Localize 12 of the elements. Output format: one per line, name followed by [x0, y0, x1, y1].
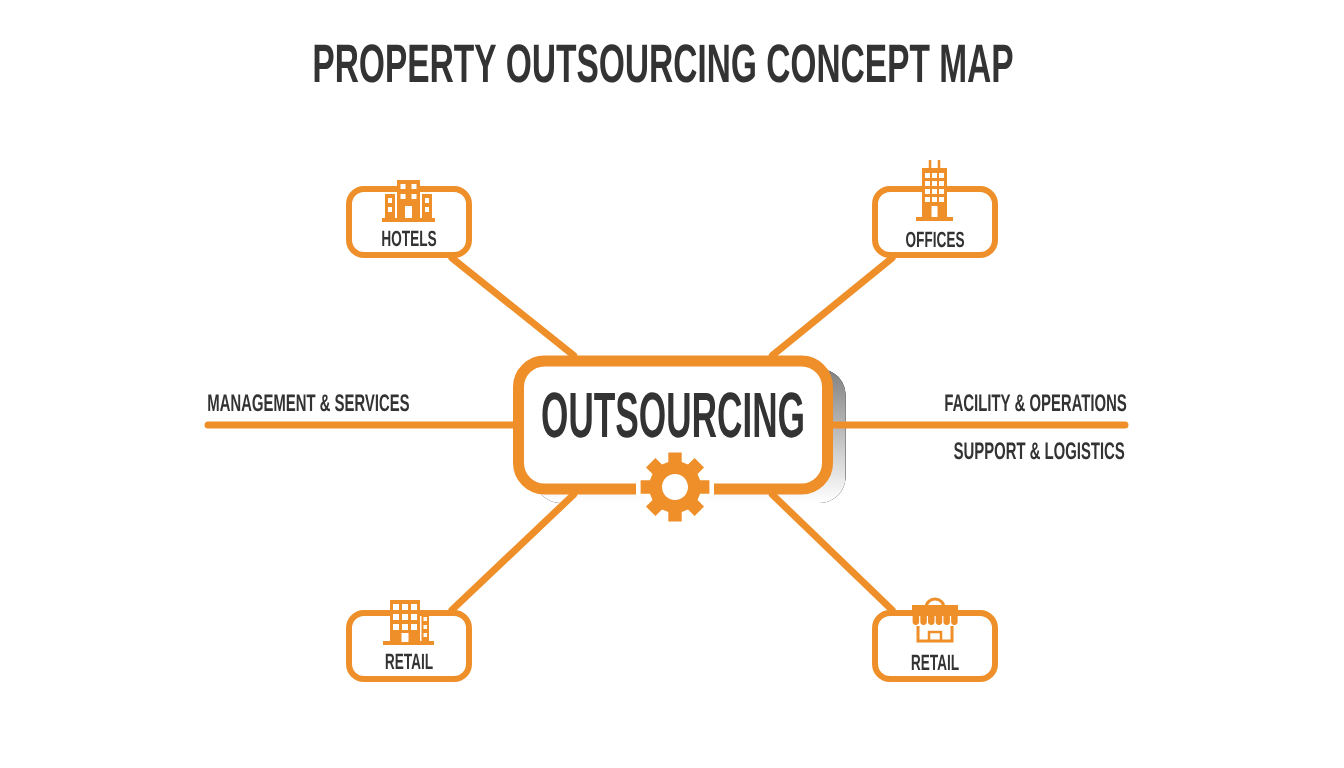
connector-line [829, 421, 1129, 429]
edge-label: MANAGEMENT & SERVICES [208, 394, 409, 412]
connector-line [448, 491, 578, 614]
text-label: SUPPORT & LOGISTICS [954, 442, 1125, 460]
connector-line [448, 254, 578, 359]
edge-label: FACILITY & OPERATIONS [945, 394, 1127, 412]
category-box: OFFICES [872, 186, 998, 258]
connector-line [768, 254, 896, 359]
connector-line [768, 491, 896, 614]
category-box: RETAIL [872, 610, 998, 682]
title: PROPERTY OUTSOURCING CONCEPT MAP [314, 44, 1013, 83]
concept-box: OUTSOURCING [513, 355, 846, 503]
